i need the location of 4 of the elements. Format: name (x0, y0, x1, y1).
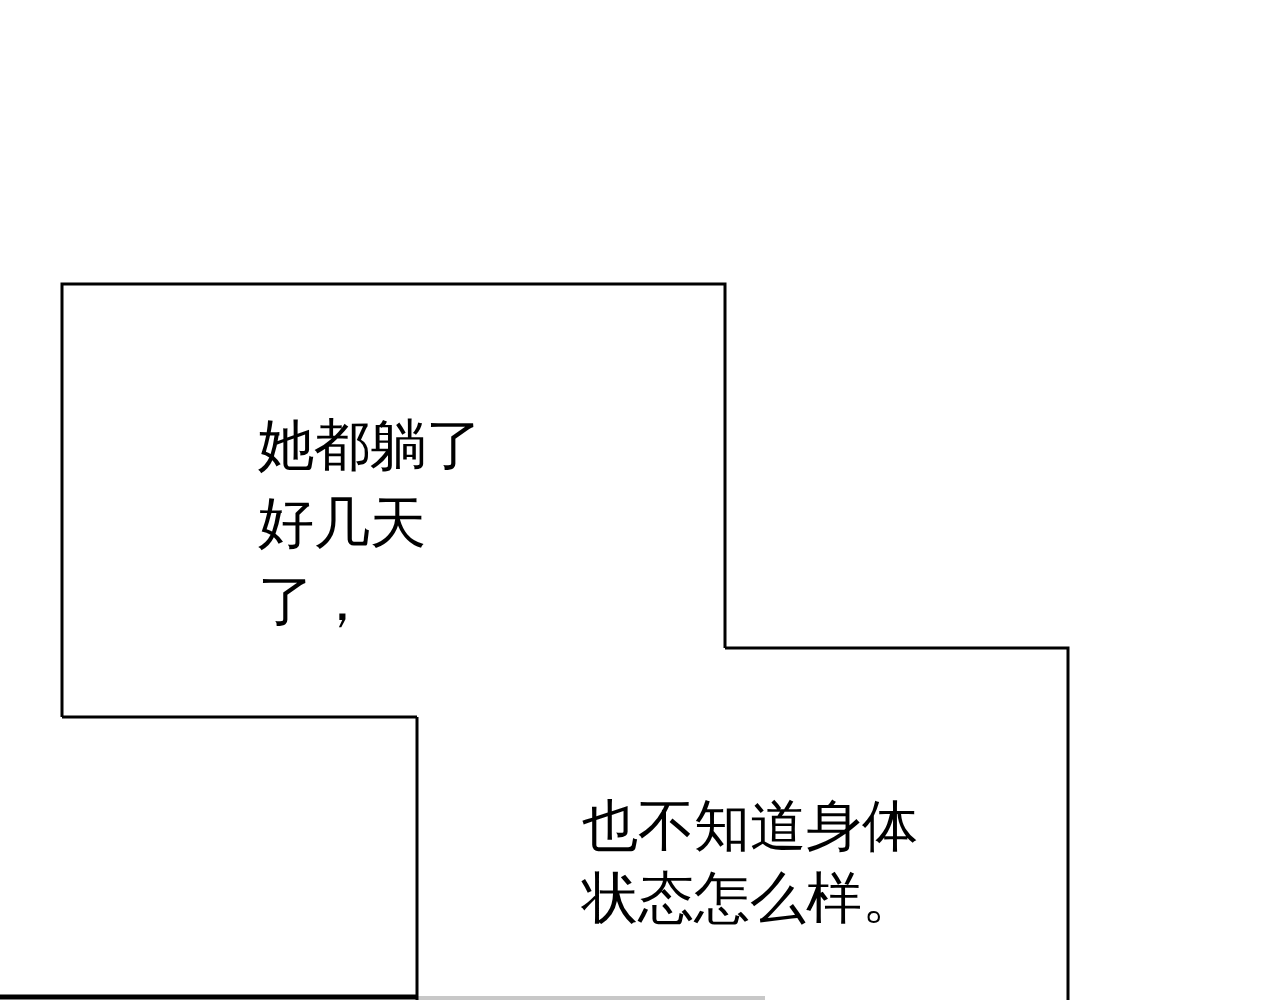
speech-box (417, 648, 1068, 1000)
dialogue-text: 也不知道身体状态怎么样。 (582, 792, 919, 932)
dialogue-text: 她都躺了好几天了， (258, 411, 483, 635)
speech-box (62, 284, 725, 717)
